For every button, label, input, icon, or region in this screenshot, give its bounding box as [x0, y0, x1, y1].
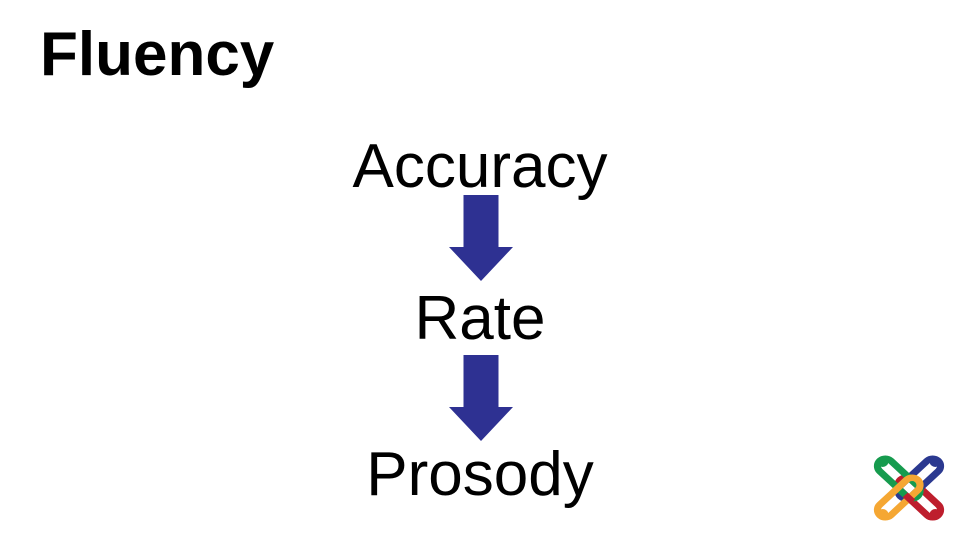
logo-head-yellow	[877, 509, 889, 520]
logo-weave-patch-red	[902, 492, 916, 505]
down-arrow-icon	[449, 355, 513, 441]
page-title: Fluency	[40, 20, 275, 89]
down-arrow-icon	[449, 195, 513, 281]
logo-head-green	[877, 456, 889, 467]
flow-step-prosody: Prosody	[366, 440, 594, 509]
flow-step-accuracy: Accuracy	[352, 132, 608, 201]
interlocked-figures-logo	[873, 455, 945, 521]
flow-step-rate: Rate	[414, 284, 546, 353]
logo-head-blue	[929, 456, 941, 467]
down-arrow-shape	[449, 195, 513, 281]
down-arrow-shape	[449, 355, 513, 441]
logo-head-red	[929, 509, 941, 520]
